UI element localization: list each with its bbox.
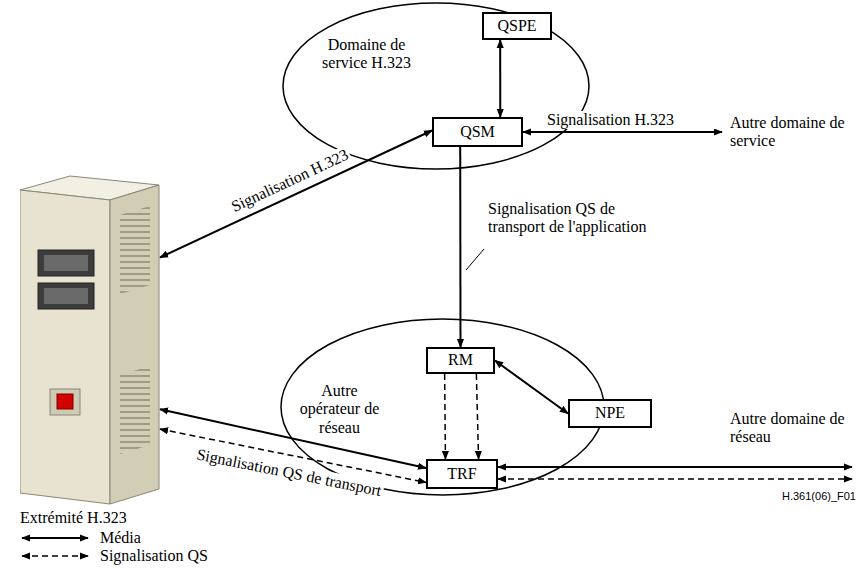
connector [499,40,501,117]
free-label: Autre domaine de service [728,114,859,151]
free-label: Autre domaine de réseau [728,410,859,447]
function-box: QSPE [482,12,552,40]
edge-label: Signalisation QS de transport [194,446,386,502]
legend-media-sample [22,537,88,539]
endpoint-server: Extrémité H.323 [20,175,160,505]
function-box: TRF [426,459,498,489]
figure-id: H.361(06)_F01 [740,490,858,503]
box-label: NPE [595,404,625,422]
legend-qos-sample [22,555,88,557]
qos-signalling-connector [444,374,446,459]
legend-text: Média [98,529,143,547]
button-frame [50,389,80,415]
function-box: NPE [568,399,652,428]
external-signalling-line [523,131,722,133]
box-label: QSM [460,123,495,141]
external-qos-line [498,478,852,480]
server-vent [120,206,150,294]
connector [495,361,568,414]
domain-label: Domaine de service H.323 [304,36,429,73]
server-illustration [20,175,160,505]
server-side [110,185,159,504]
drive-bay [38,283,94,309]
qos-signalling-connector [476,374,478,459]
leader-line [466,249,484,270]
domain-label: Autre opérateur de réseau [292,382,387,437]
box-label: RM [448,351,473,369]
server-front [20,190,110,504]
edge-label: Signalisation H.323 [227,145,354,217]
domain-ellipse: Autre opérateur de réseauRMNPETRF [280,318,605,496]
ellipse-shape [283,3,589,169]
external-media-line [498,466,852,468]
function-box: RM [426,347,495,374]
power-button [57,394,73,409]
legend-text: Signalisation QS [98,547,210,565]
function-box: QSM [432,117,523,147]
server-vent [120,366,150,454]
box-label: TRF [447,465,476,483]
connector [160,131,432,258]
edge-label: Signalisation QS de transport de l'appli… [486,200,670,237]
drive-slot [44,255,88,271]
drive-slot [44,288,88,304]
ellipse-shape [281,319,604,495]
drive-bay [38,250,94,276]
free-label: Signalisation H.323 [545,111,719,129]
box-label: QSPE [497,17,536,35]
connector [459,147,461,347]
endpoint-label: Extrémité H.323 [20,509,127,527]
domain-ellipse: Domaine de service H.323 QSPE QSM [282,2,590,170]
